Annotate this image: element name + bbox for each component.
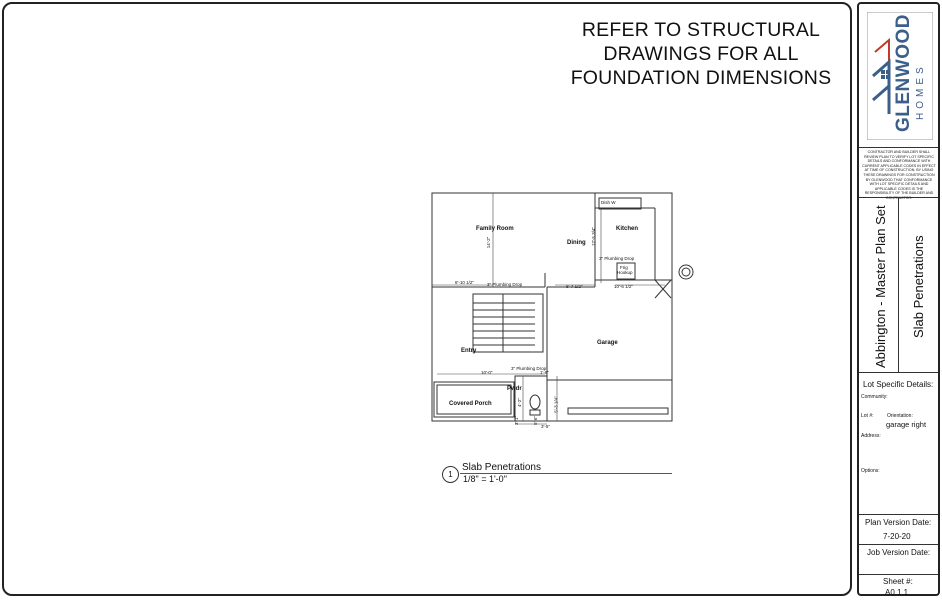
plan-version-label: Plan Version Date: xyxy=(865,518,932,527)
room-family-room: Family Room xyxy=(476,226,514,232)
structural-note: REFER TO STRUCTURAL DRAWINGS FOR ALL FOU… xyxy=(548,18,854,90)
logo-subtitle: HOMES xyxy=(915,63,926,120)
sheet-title: Slab Penetrations xyxy=(911,235,926,338)
label-frig: Frig xyxy=(620,265,628,270)
title-divider xyxy=(898,197,899,372)
detail-scale: 1/8" = 1'-0" xyxy=(463,474,507,484)
room-entry: Entry xyxy=(461,348,477,354)
main-outline xyxy=(431,192,673,422)
plan-version-value: 7-20-20 xyxy=(883,532,911,541)
room-garage: Garage xyxy=(597,340,618,346)
dim-12-5: 12'-5 3/4" xyxy=(590,227,596,246)
dim-1-6: 1'-6" xyxy=(540,370,549,375)
label-hookup: Hookup xyxy=(617,270,633,275)
label-sink-drop: 3" Plumbing Drop xyxy=(599,256,635,261)
room-kitchen: Kitchen xyxy=(616,226,639,232)
dim-14-2: 14'-2" xyxy=(486,236,492,249)
dim-10-0: 10'-0" xyxy=(481,370,493,375)
job-version-label: Job Version Date: xyxy=(867,548,931,557)
dim-6-7: 6'-7 1/2" xyxy=(566,284,583,289)
community-label: Community: xyxy=(861,394,888,400)
orientation-label: Orientation: xyxy=(887,413,913,419)
dim-10-6: 10'-6 1/2" xyxy=(614,284,633,289)
note-line-3: FOUNDATION DIMENSIONS xyxy=(570,67,832,89)
dim-4-2: 4'-2" xyxy=(516,398,522,407)
glenwood-logo-icon xyxy=(867,12,933,140)
floor-plan xyxy=(431,192,694,425)
sheet-number-value: A0.1.1 xyxy=(885,588,909,597)
orientation-value: garage right xyxy=(886,420,927,429)
dim-3-5: 3'-5" xyxy=(541,424,550,429)
options-label: Options: xyxy=(861,468,880,474)
sheet-number-label: Sheet #: xyxy=(883,577,913,586)
note-line-1: REFER TO STRUCTURAL xyxy=(581,19,821,41)
dim-5-6: 5'-6" xyxy=(532,416,538,425)
builder-disclaimer: CONTRACTOR AND BUILDER SHALL REVIEW PLAN… xyxy=(862,150,936,200)
plan-set-title: Abbington - Master Plan Set xyxy=(873,205,888,368)
detail-title-underline xyxy=(460,473,672,474)
detail-number: 1 xyxy=(442,466,459,483)
label-dish-w: Dish W xyxy=(601,200,616,205)
label-plumbing-drop-1: 3" Plumbing Drop xyxy=(487,282,523,287)
sheet-border xyxy=(2,2,852,596)
lot-details-heading: Lot Specific Details: xyxy=(863,380,934,389)
detail-title: Slab Penetrations xyxy=(462,462,541,473)
room-covered-porch: Covered Porch xyxy=(449,401,492,407)
room-pwdr: Pwdr xyxy=(507,386,522,392)
dim-3-1: 3'-1" xyxy=(513,416,519,425)
note-line-2: DRAWINGS FOR ALL xyxy=(603,43,799,65)
label-plumbing-drop-2: 3" Plumbing Drop xyxy=(511,366,547,371)
logo-wordmark: GLENWOOD xyxy=(893,14,914,132)
dim-8-10: 8'-10 1/2" xyxy=(455,280,474,285)
lot-label: Lot #: xyxy=(861,413,874,419)
dim-5-3: 5'-3 1/4" xyxy=(553,396,559,413)
title-block: GLENWOOD HOMES CONTRACTOR AND BUILDER SH… xyxy=(857,2,940,597)
room-dining: Dining xyxy=(567,240,586,246)
address-label: Address: xyxy=(861,433,881,439)
